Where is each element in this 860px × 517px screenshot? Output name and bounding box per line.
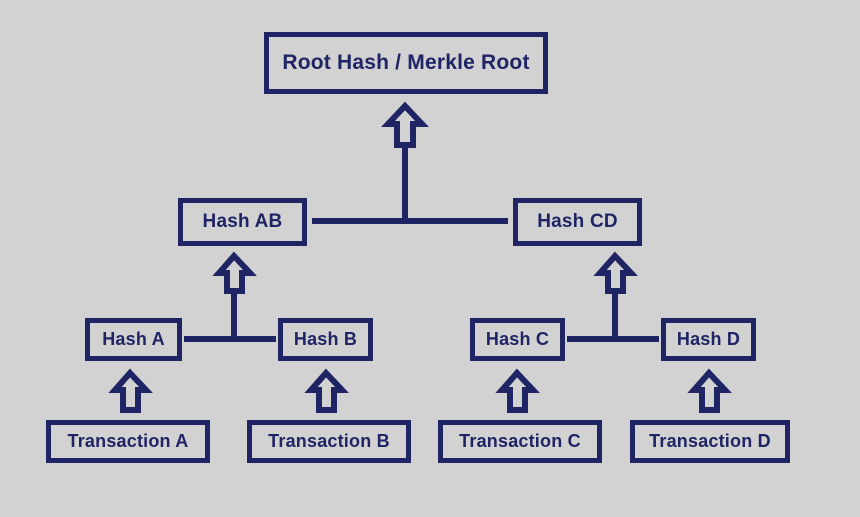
node-root-hash-label: Root Hash / Merkle Root <box>282 51 530 74</box>
node-hash-c-label: Hash C <box>485 329 550 349</box>
node-transaction-a-label: Transaction A <box>67 431 189 451</box>
arrow-to-root-icon <box>381 101 429 148</box>
arrow-to-hash-b-icon <box>304 368 349 413</box>
node-transaction-c[interactable]: Transaction C <box>438 420 602 463</box>
node-transaction-d[interactable]: Transaction D <box>630 420 790 463</box>
node-transaction-a[interactable]: Transaction A <box>46 420 210 463</box>
node-transaction-b-label: Transaction B <box>268 431 390 451</box>
arrow-to-hash-c-icon <box>495 368 540 413</box>
arrow-to-hash-cd-icon <box>593 251 638 294</box>
node-transaction-b[interactable]: Transaction B <box>247 420 411 463</box>
node-hash-d[interactable]: Hash D <box>661 318 756 361</box>
node-transaction-c-label: Transaction C <box>459 431 581 451</box>
node-hash-cd-label: Hash CD <box>537 211 618 232</box>
arrow-to-hash-a-icon <box>108 368 153 413</box>
node-transaction-d-label: Transaction D <box>649 431 771 451</box>
node-hash-cd[interactable]: Hash CD <box>513 198 642 246</box>
node-hash-ab-label: Hash AB <box>202 211 283 232</box>
arrow-to-hash-d-icon <box>687 368 732 413</box>
node-hash-d-label: Hash D <box>676 329 741 349</box>
node-hash-b-label: Hash B <box>293 329 358 349</box>
node-hash-c[interactable]: Hash C <box>470 318 565 361</box>
node-hash-b[interactable]: Hash B <box>278 318 373 361</box>
node-hash-a[interactable]: Hash A <box>85 318 182 361</box>
node-hash-ab[interactable]: Hash AB <box>178 198 307 246</box>
node-hash-a-label: Hash A <box>102 329 165 349</box>
node-root-hash[interactable]: Root Hash / Merkle Root <box>264 32 548 94</box>
arrow-to-hash-ab-icon <box>212 251 257 294</box>
